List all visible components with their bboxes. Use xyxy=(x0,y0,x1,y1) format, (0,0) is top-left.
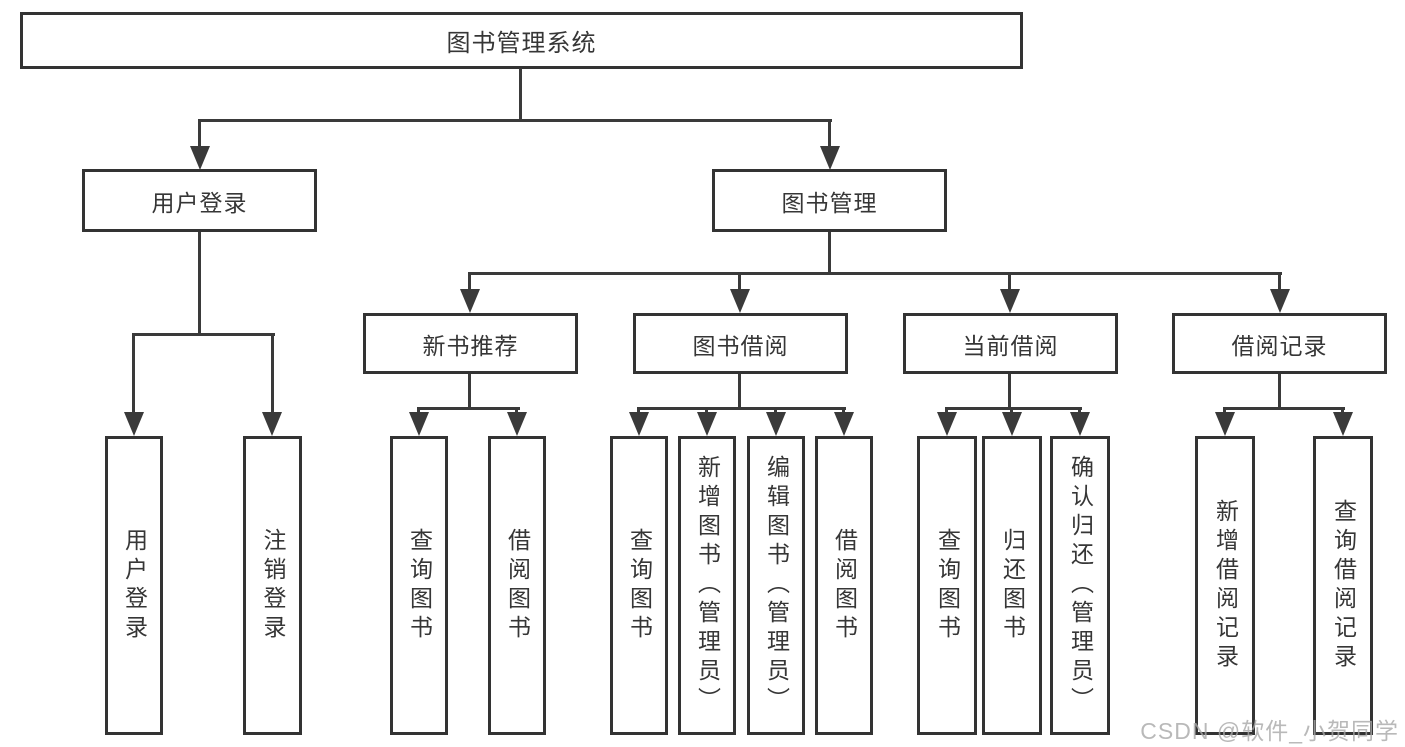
leaf-return-books: 归还图书 xyxy=(982,436,1042,735)
node-label: 图书管理 xyxy=(781,189,878,216)
arrowhead-icon xyxy=(190,146,210,170)
connector-line xyxy=(637,407,846,410)
connector-line xyxy=(738,374,741,410)
arrowhead-icon xyxy=(124,412,144,436)
connector-line xyxy=(417,407,520,410)
node-label: 图书管理系统 xyxy=(446,30,597,57)
leaf-edit-books-admin: 编辑图书（管理员） xyxy=(747,436,805,735)
connector-line xyxy=(519,68,522,121)
connector-line xyxy=(1278,272,1281,292)
node-label: 查询图书 xyxy=(406,527,433,644)
connector-line xyxy=(1008,374,1011,410)
leaf-borrow-books-recommend: 借阅图书 xyxy=(488,436,546,735)
connector-line xyxy=(738,272,741,292)
leaf-query-books-recommend: 查询图书 xyxy=(390,436,448,735)
node-label: 图书借阅 xyxy=(692,332,789,359)
node-label: 借阅图书 xyxy=(504,527,531,644)
node-label: 归还图书 xyxy=(999,527,1026,644)
node-new-book-recommendation: 新书推荐 xyxy=(363,313,578,374)
leaf-query-borrow-record: 查询借阅记录 xyxy=(1313,436,1373,735)
arrowhead-icon xyxy=(262,412,282,436)
arrowhead-icon xyxy=(409,412,429,436)
node-label: 借阅记录 xyxy=(1231,332,1328,359)
arrowhead-icon xyxy=(1002,412,1022,436)
node-user-login-branch: 用户登录 xyxy=(82,169,317,232)
node-label: 用户登录 xyxy=(151,189,248,216)
node-label: 当前借阅 xyxy=(962,332,1059,359)
node-borrowing-records: 借阅记录 xyxy=(1172,313,1387,374)
connector-line xyxy=(1223,407,1345,410)
leaf-confirm-return-admin: 确认归还（管理员） xyxy=(1050,436,1110,735)
connector-line xyxy=(1278,374,1281,410)
connector-line xyxy=(1008,272,1011,292)
arrowhead-icon xyxy=(1270,289,1290,313)
connector-line xyxy=(468,374,471,410)
connector-line xyxy=(198,119,832,122)
connector-line xyxy=(828,232,831,275)
csdn-watermark: CSDN @软件_小贺同学 xyxy=(1140,718,1399,744)
arrowhead-icon xyxy=(834,412,854,436)
arrowhead-icon xyxy=(820,146,840,170)
arrowhead-icon xyxy=(629,412,649,436)
node-label: 查询借阅记录 xyxy=(1330,498,1357,673)
connector-line xyxy=(198,232,201,336)
arrowhead-icon xyxy=(730,289,750,313)
arrowhead-icon xyxy=(697,412,717,436)
arrowhead-icon xyxy=(1215,412,1235,436)
node-book-borrowing: 图书借阅 xyxy=(633,313,848,374)
node-library-management-system: 图书管理系统 xyxy=(20,12,1023,69)
node-label: 查询图书 xyxy=(626,527,653,644)
node-book-management-branch: 图书管理 xyxy=(712,169,947,232)
leaf-borrow-books: 借阅图书 xyxy=(815,436,873,735)
connector-line xyxy=(468,272,1282,275)
leaf-add-books-admin: 新增图书（管理员） xyxy=(678,436,736,735)
leaf-user-login: 用户登录 xyxy=(105,436,163,735)
node-label: 查询图书 xyxy=(934,527,961,644)
leaf-query-books-current: 查询图书 xyxy=(917,436,977,735)
node-current-borrowing: 当前借阅 xyxy=(903,313,1118,374)
node-label: 新增借阅记录 xyxy=(1212,498,1239,673)
leaf-add-borrow-record: 新增借阅记录 xyxy=(1195,436,1255,735)
node-label: 用户登录 xyxy=(121,527,148,644)
node-label: 新增图书（管理员） xyxy=(694,455,721,716)
node-label: 新书推荐 xyxy=(422,332,519,359)
connector-line xyxy=(132,333,135,415)
node-label: 确认归还（管理员） xyxy=(1067,455,1094,716)
arrowhead-icon xyxy=(1070,412,1090,436)
arrowhead-icon xyxy=(766,412,786,436)
leaf-logout: 注销登录 xyxy=(243,436,302,735)
node-label: 编辑图书（管理员） xyxy=(763,455,790,716)
arrowhead-icon xyxy=(937,412,957,436)
connector-line xyxy=(945,407,1082,410)
arrowhead-icon xyxy=(1000,289,1020,313)
connector-line xyxy=(198,119,201,149)
connector-line xyxy=(271,333,274,415)
arrowhead-icon xyxy=(460,289,480,313)
node-label: 借阅图书 xyxy=(831,527,858,644)
arrowhead-icon xyxy=(507,412,527,436)
connector-line xyxy=(132,333,275,336)
connector-line xyxy=(828,119,831,149)
leaf-query-books-borrowing: 查询图书 xyxy=(610,436,668,735)
arrowhead-icon xyxy=(1333,412,1353,436)
node-label: 注销登录 xyxy=(260,527,286,644)
connector-line xyxy=(468,272,471,292)
